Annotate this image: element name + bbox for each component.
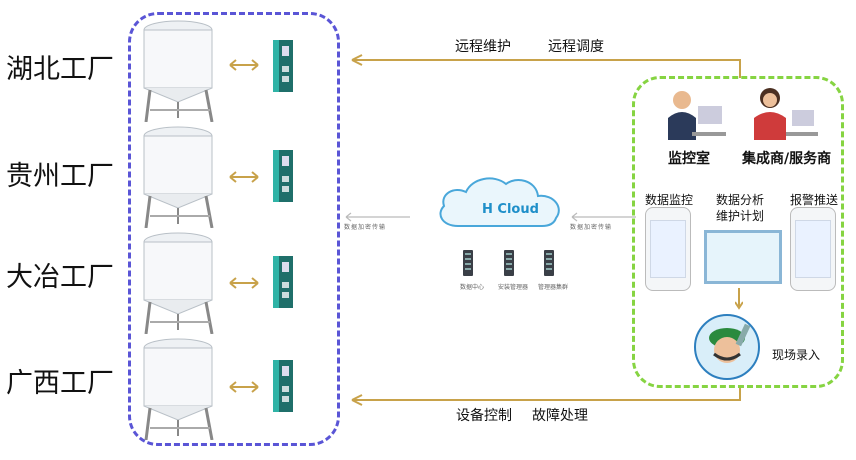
storage-tank-icon: [143, 338, 214, 440]
remote-control-arrow: [351, 54, 741, 78]
server-icon: [544, 250, 554, 276]
top-label-remote-maintenance: 远程维护: [455, 39, 511, 55]
top-label-remote-dispatch: 远程调度: [548, 39, 604, 55]
cloud-icon: [439, 177, 560, 227]
server-icon: [504, 250, 514, 276]
phone-alarm-icon: [790, 207, 836, 291]
factory-label-guizhou: 贵州工厂: [6, 161, 114, 192]
left-data-stream-label: 数据加密传输: [344, 224, 387, 231]
bottom-label-fault-handling: 故障处理: [532, 408, 588, 424]
bottom-label-device-control: 设备控制: [456, 408, 512, 424]
feature-maintenance-plan: 维护计划: [716, 209, 765, 223]
data-stream-arrow-icon: [345, 212, 410, 222]
feature-alarm-push: 报警推送: [790, 193, 839, 207]
device-control-arrow: [351, 386, 741, 406]
monitoring-group-frame: [632, 76, 844, 388]
factory-label-hubei: 湖北工厂: [6, 54, 114, 85]
bidirectional-arrow-icon: [229, 59, 259, 71]
factory-label-guangxi: 广西工厂: [6, 368, 114, 399]
server-label: 数据中心: [460, 284, 485, 291]
down-arrow-icon: [735, 288, 743, 310]
data-stream-arrow-icon: [571, 212, 636, 222]
storage-tank-icon: [143, 20, 214, 122]
iot-gateway-icon: [273, 40, 293, 92]
server-label: 安装管理器: [498, 284, 529, 291]
cloud-label: H Cloud: [482, 202, 539, 217]
onsite-entry-label: 现场录入: [772, 348, 821, 362]
iot-gateway-icon: [273, 150, 293, 202]
monitoring-room-label: 监控室: [668, 151, 710, 167]
factory-label-daye: 大冶工厂: [6, 262, 114, 293]
integrator-label: 集成商/服务商: [742, 151, 832, 167]
bidirectional-arrow-icon: [229, 381, 259, 393]
bidirectional-arrow-icon: [229, 277, 259, 289]
factory-group-frame: [128, 12, 340, 446]
bidirectional-arrow-icon: [229, 171, 259, 183]
analysis-dashboard-icon: [704, 230, 782, 284]
technician-icon: [694, 314, 760, 380]
server-icon: [463, 250, 473, 276]
iot-gateway-icon: [273, 256, 293, 308]
feature-data-monitoring: 数据监控: [645, 193, 694, 207]
storage-tank-icon: [143, 126, 214, 228]
monitoring-operator-icon: [668, 91, 726, 140]
feature-data-analysis: 数据分析: [716, 193, 765, 207]
right-data-stream-label: 数据加密传输: [570, 224, 613, 231]
phone-monitoring-icon: [645, 207, 691, 291]
iot-gateway-icon: [273, 360, 293, 412]
service-agent-icon: [754, 88, 818, 140]
storage-tank-icon: [143, 232, 214, 334]
server-label: 管理器集群: [538, 284, 569, 291]
